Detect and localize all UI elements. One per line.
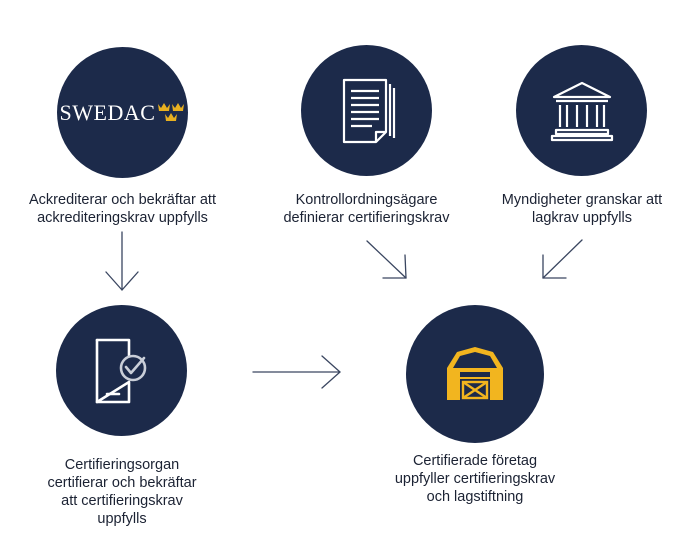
three-crowns-icon	[158, 102, 185, 121]
arrow-scheme-owner-to-companies	[366, 240, 407, 279]
scheme-owner-circle	[301, 45, 432, 176]
authorities-circle	[516, 45, 647, 176]
barn-icon	[447, 347, 503, 400]
swedac-logo: SWEDAC	[60, 100, 186, 126]
certification-body-caption: Certifieringsorgan certifierar och bekrä…	[47, 457, 197, 527]
certified-companies-caption: Certifierade företag uppfyller certifier…	[394, 453, 556, 505]
swedac-caption: Ackrediterar och bekräftar att ackredite…	[29, 192, 216, 226]
swedac-circle: SWEDAC	[57, 47, 188, 178]
scheme-owner-caption: Kontrollordningsägare definierar certifi…	[283, 192, 450, 226]
government-building-icon	[550, 81, 613, 141]
swedac-logo-text: SWEDAC	[59, 99, 156, 125]
certification-body-circle	[56, 305, 187, 436]
arrow-swedac-to-certification-body	[105, 231, 139, 291]
document-icon	[342, 78, 395, 143]
arrow-certification-body-to-companies	[252, 355, 341, 389]
certified-companies-circle	[406, 305, 544, 443]
authorities-caption: Myndigheter granskar att lagkrav uppfyll…	[501, 192, 663, 226]
arrow-authorities-to-companies	[542, 239, 583, 279]
phone-checkmark-icon	[95, 338, 146, 403]
